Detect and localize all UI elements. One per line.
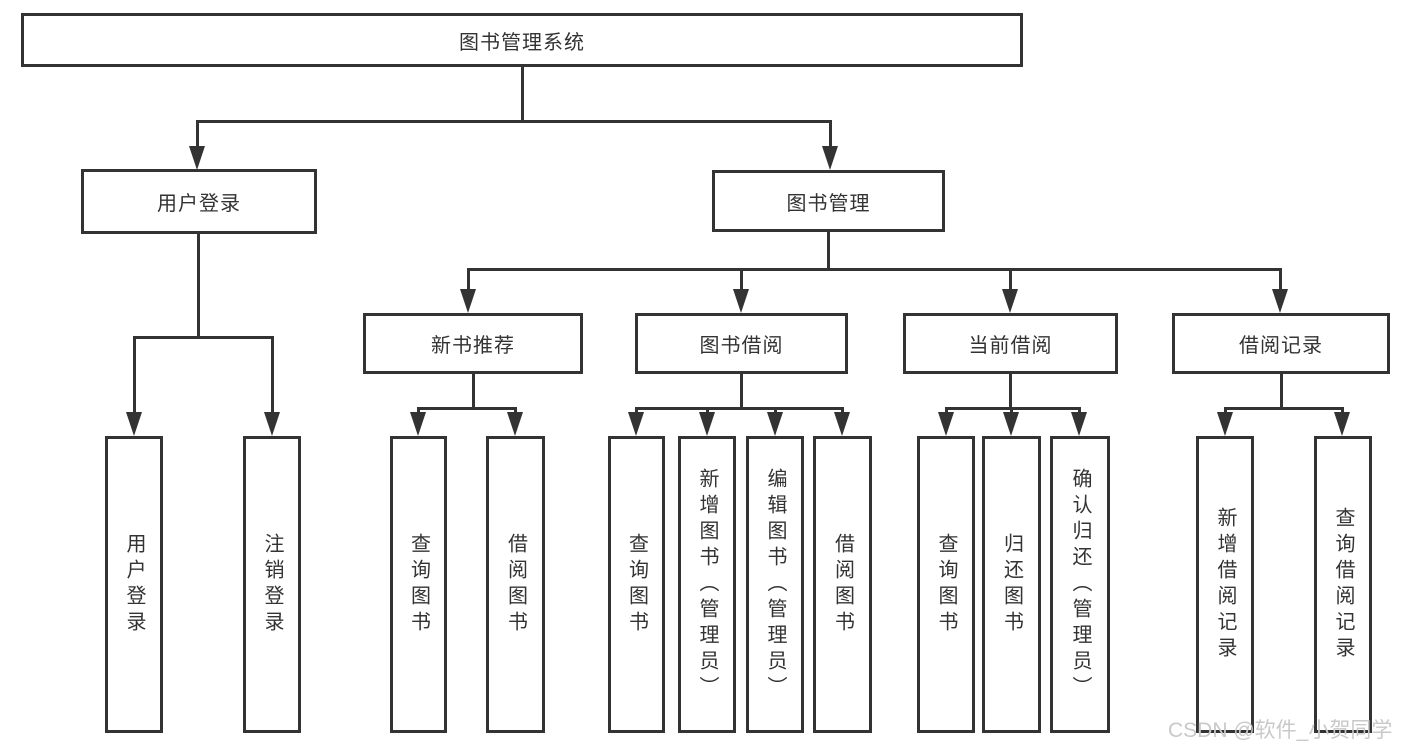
leaf-confirm-return-admin-label: 确认归还（管理员）	[1069, 467, 1091, 702]
node-borrow-record: 借阅记录	[1172, 313, 1390, 374]
connector-drop-query-record	[1341, 407, 1344, 416]
connector-drop-new-book	[467, 268, 470, 292]
csdn-watermark: CSDN @软件_小贺同学	[1168, 719, 1393, 742]
connector-drop-leaf-user-login	[133, 336, 136, 414]
node-user-login-label: 用户登录	[157, 193, 241, 215]
arrow-query-record	[1334, 412, 1350, 436]
arrow-new-book	[460, 289, 476, 313]
arrow-query-borrow	[628, 412, 644, 436]
leaf-query-borrow-record: 查询借阅记录	[1314, 436, 1372, 733]
leaf-query-book-current-label: 查询图书	[935, 532, 957, 637]
arrow-add-book	[699, 412, 715, 436]
leaf-user-login: 用户登录	[105, 436, 163, 733]
connector-drop-add-book	[706, 407, 709, 416]
connector-borrow-record-bar	[1224, 407, 1344, 410]
connector-drop-query-current	[945, 407, 948, 416]
node-book-management-label: 图书管理	[786, 192, 871, 215]
connector-drop-current-borrow	[1009, 268, 1012, 292]
arrow-confirm-return	[1071, 412, 1087, 436]
leaf-edit-book-admin-label: 编辑图书（管理员）	[764, 467, 786, 702]
leaf-user-login-label: 用户登录	[123, 532, 145, 637]
leaf-query-book-current: 查询图书	[917, 436, 975, 733]
arrow-borrow-record	[1272, 289, 1288, 313]
leaf-confirm-return-admin: 确认归还（管理员）	[1050, 436, 1110, 733]
connector-drop-borrow-record	[1279, 268, 1282, 292]
arrow-query-recommend	[410, 412, 426, 436]
connector-drop-add-record	[1224, 407, 1227, 416]
leaf-add-book-admin-label: 新增图书（管理员）	[696, 467, 718, 702]
arrow-leaf-user-login	[126, 412, 142, 436]
leaf-query-book-borrow: 查询图书	[608, 436, 665, 733]
node-book-borrow-label: 图书借阅	[699, 335, 784, 357]
connector-book-management-bar	[467, 268, 1282, 271]
connector-user-login-stem	[197, 234, 200, 338]
leaf-borrow-book: 借阅图书	[813, 436, 872, 733]
node-book-management: 图书管理	[712, 170, 945, 232]
node-new-book-recommend-label: 新书推荐	[431, 335, 515, 357]
connector-drop-borrow-book	[841, 407, 844, 416]
connector-drop-return-book	[1010, 407, 1013, 416]
node-current-borrow: 当前借阅	[903, 313, 1118, 374]
node-book-borrow: 图书借阅	[635, 313, 848, 374]
leaf-query-book-recommend: 查询图书	[390, 436, 447, 733]
connector-new-book-stem	[472, 374, 475, 409]
arrow-book-management	[822, 146, 838, 170]
arrow-query-current	[938, 412, 954, 436]
connector-drop-borrow-recommend	[514, 407, 517, 416]
connector-drop-edit-book	[774, 407, 777, 416]
leaf-borrow-book-recommend: 借阅图书	[486, 436, 545, 733]
leaf-return-book-label: 归还图书	[1000, 532, 1023, 637]
connector-current-borrow-stem	[1009, 374, 1012, 409]
connector-drop-query-borrow	[635, 407, 638, 416]
node-user-login: 用户登录	[81, 169, 317, 234]
arrow-add-record	[1217, 412, 1233, 436]
connector-book-borrow-stem	[740, 374, 743, 409]
leaf-add-borrow-record-label: 新增借阅记录	[1214, 506, 1236, 663]
arrow-borrow-recommend	[507, 412, 523, 436]
leaf-query-borrow-record-label: 查询借阅记录	[1332, 506, 1354, 663]
leaf-add-book-admin: 新增图书（管理员）	[678, 436, 736, 733]
arrow-return-book	[1003, 412, 1019, 436]
connector-current-borrow-bar	[945, 407, 1081, 410]
node-borrow-record-label: 借阅记录	[1239, 335, 1323, 357]
connector-new-book-bar	[417, 407, 517, 410]
connector-drop-query-recommend	[417, 407, 420, 416]
connector-drop-confirm-return	[1078, 407, 1081, 416]
connector-book-management-stem	[827, 232, 830, 270]
arrow-book-borrow	[733, 289, 749, 313]
connector-book-borrow-bar	[635, 407, 844, 410]
leaf-return-book: 归还图书	[982, 436, 1041, 733]
arrow-edit-book	[767, 412, 783, 436]
node-new-book-recommend: 新书推荐	[363, 313, 583, 374]
connector-root-stem	[521, 67, 524, 122]
arrow-borrow-book	[834, 412, 850, 436]
arrow-user-login	[189, 146, 205, 170]
node-current-borrow-label: 当前借阅	[968, 335, 1053, 357]
arrow-current-borrow	[1002, 289, 1018, 313]
leaf-query-book-borrow-label: 查询图书	[625, 532, 648, 637]
leaf-borrow-book-recommend-label: 借阅图书	[504, 532, 527, 637]
leaf-logout: 注销登录	[243, 436, 301, 733]
connector-drop-book-borrow	[740, 268, 743, 292]
connector-drop-user-login	[196, 120, 199, 148]
leaf-borrow-book-label: 借阅图书	[831, 532, 854, 637]
connector-drop-book-management	[829, 120, 832, 148]
connector-root-bar	[196, 120, 832, 123]
connector-drop-leaf-logout	[271, 336, 274, 414]
leaf-logout-label: 注销登录	[261, 532, 283, 637]
leaf-add-borrow-record: 新增借阅记录	[1196, 436, 1254, 733]
node-root: 图书管理系统	[21, 13, 1023, 67]
node-root-label: 图书管理系统	[459, 31, 585, 54]
arrow-leaf-logout	[264, 412, 280, 436]
leaf-edit-book-admin: 编辑图书（管理员）	[746, 436, 804, 733]
connector-user-login-bar	[133, 336, 274, 339]
leaf-query-book-recommend-label: 查询图书	[407, 532, 430, 637]
connector-borrow-record-stem	[1280, 374, 1283, 409]
